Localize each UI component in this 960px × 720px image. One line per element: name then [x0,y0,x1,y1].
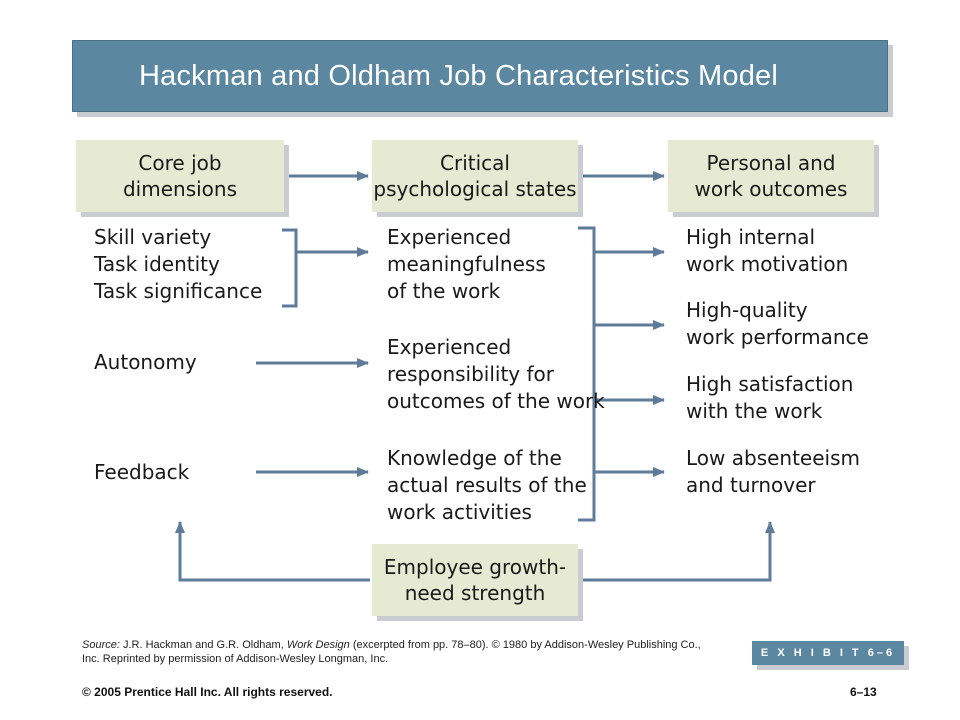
outcome-satisfaction: High satisfaction with the work [686,372,854,423]
critical-states-header: Critical psychological states [372,140,578,212]
state-responsibility: Experienced responsibility for outcomes … [387,335,605,413]
source-work-title: Work Design [286,639,350,651]
autonomy-label: Autonomy [94,350,197,374]
page-title: Hackman and Oldham Job Characteristics M… [139,59,779,92]
growth-need-strength-box: Employee growth- need strength [372,544,578,616]
moderator-arrow-right [580,521,775,582]
outcome-motivation: High internal work motivation [686,225,849,276]
source-label: Source: [82,639,120,651]
moderator-arrow-left [175,521,370,582]
core-dimensions-group: Skill variety Task identity Task signifi… [94,225,263,303]
exhibit-badge: E X H I B I T 6–6 [752,641,904,665]
core-dimensions-header: Core job dimensions [76,140,284,212]
copyright-footer: © 2005 Prentice Hall Inc. All rights res… [82,685,333,699]
title-bar: Hackman and Oldham Job Characteristics M… [72,40,888,112]
state-meaningfulness: Experienced meaningfulness of the work [387,225,546,303]
page-number: 6–13 [850,685,877,699]
feedback-label: Feedback [94,460,190,484]
outcome-performance: High-quality work performance [686,298,869,349]
state-knowledge: Knowledge of the actual results of the w… [387,446,587,524]
outcome-absenteeism: Low absenteeism and turnover [686,446,861,497]
core-bracket [282,228,298,308]
source-authors: J.R. Hackman and G.R. Oldham, [122,639,284,651]
outcomes-header: Personal and work outcomes [668,140,874,212]
source-citation: Source: J.R. Hackman and G.R. Oldham, Wo… [82,638,702,666]
states-bracket [578,226,596,522]
source-details: (excerpted from pp. 78–80). © 1980 by Ad… [82,639,701,665]
